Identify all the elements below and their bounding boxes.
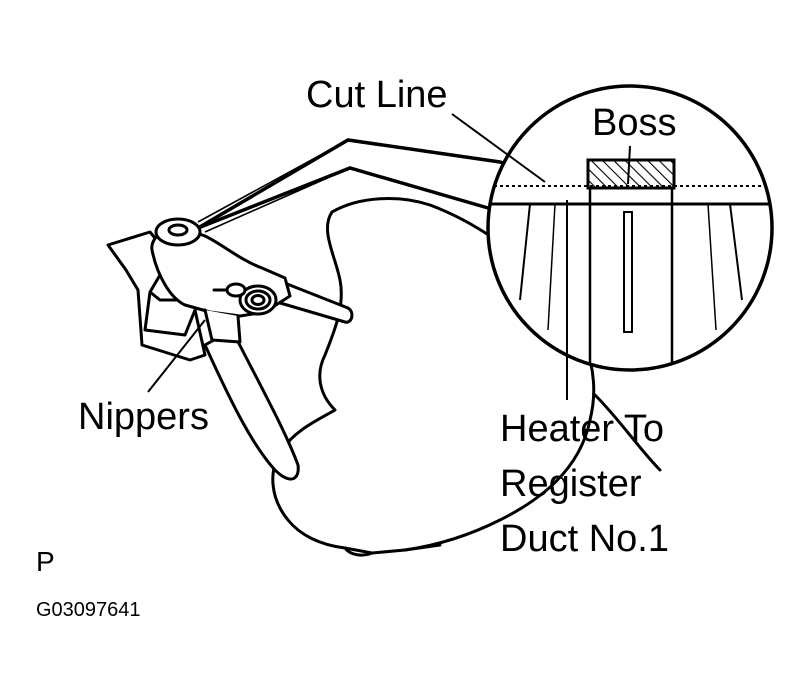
label-duct-line1: Heater To: [500, 408, 665, 450]
label-cut-line: Cut Line: [306, 74, 448, 116]
label-nippers: Nippers: [78, 396, 209, 438]
view-letter: P: [36, 546, 55, 577]
detail-circle-icon: [486, 84, 774, 372]
label-duct-line3: Duct No.1: [500, 518, 669, 560]
leader-lines: [147, 113, 631, 400]
nippers-icon: [150, 217, 354, 481]
figure-code: G03097641: [36, 599, 141, 621]
label-duct-line2: Register: [500, 463, 642, 505]
label-boss: Boss: [592, 102, 677, 144]
